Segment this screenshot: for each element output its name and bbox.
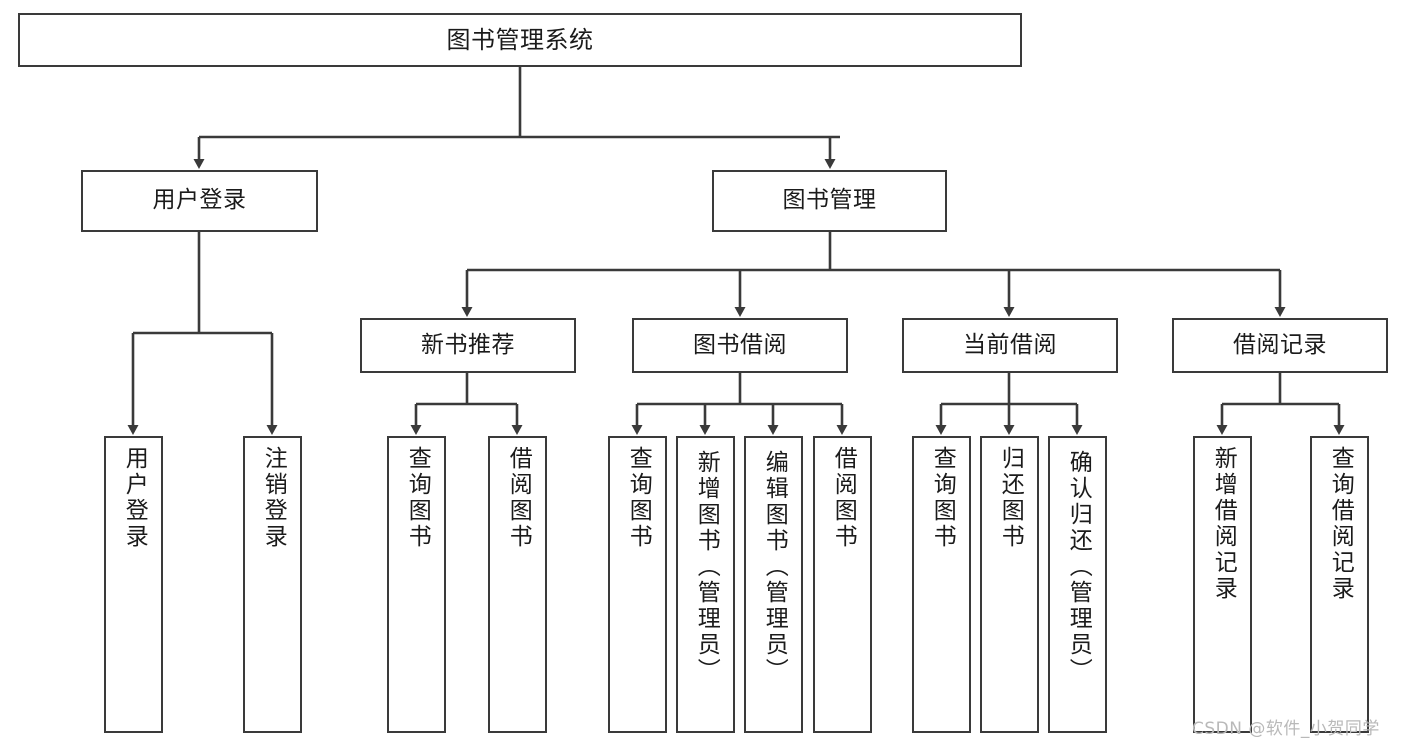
node-label: 借阅图书: [505, 446, 532, 550]
node-label: 确认归还（管理员）: [1065, 450, 1092, 684]
node-label: 图书借阅: [693, 331, 787, 358]
node-book-management[interactable]: 图书管理: [712, 170, 947, 232]
node-label: 新增图书（管理员）: [693, 450, 720, 684]
node-label: 新书推荐: [421, 331, 515, 358]
node-label: 当前借阅: [963, 331, 1057, 358]
node-label: 用户登录: [121, 446, 148, 550]
node-label: 图书管理: [782, 187, 877, 214]
node-user-login[interactable]: 用户登录: [81, 170, 318, 232]
node-label: 编辑图书（管理员）: [761, 450, 788, 684]
node-label: 注销登录: [260, 446, 287, 550]
leaf-bb-add-book-admin[interactable]: 新增图书（管理员）: [676, 436, 735, 733]
watermark-label: CSDN @软件_小贺同学: [1192, 719, 1380, 739]
node-label: 用户登录: [152, 187, 247, 214]
leaf-cb-return-book[interactable]: 归还图书: [980, 436, 1039, 733]
leaf-br-query-record[interactable]: 查询借阅记录: [1310, 436, 1369, 733]
leaf-user-logout[interactable]: 注销登录: [243, 436, 302, 733]
node-current-borrow[interactable]: 当前借阅: [902, 318, 1118, 373]
node-label: 查询图书: [929, 446, 956, 550]
node-label: 借阅记录: [1233, 331, 1327, 358]
leaf-user-login[interactable]: 用户登录: [104, 436, 163, 733]
node-book-management-system[interactable]: 图书管理系统: [18, 13, 1022, 67]
node-label: 借阅图书: [830, 446, 857, 550]
node-book-borrow[interactable]: 图书借阅: [632, 318, 848, 373]
node-borrow-record[interactable]: 借阅记录: [1172, 318, 1388, 373]
node-label: 查询图书: [625, 446, 652, 550]
leaf-br-add-record[interactable]: 新增借阅记录: [1193, 436, 1252, 733]
node-label: 归还图书: [997, 446, 1024, 550]
leaf-bb-borrow-book[interactable]: 借阅图书: [813, 436, 872, 733]
node-label: 新增借阅记录: [1210, 446, 1237, 602]
node-label: 图书管理系统: [446, 25, 594, 54]
leaf-cb-confirm-return-admin[interactable]: 确认归还（管理员）: [1048, 436, 1107, 733]
leaf-nbr-query-book[interactable]: 查询图书: [387, 436, 446, 733]
node-new-book-recommend[interactable]: 新书推荐: [360, 318, 576, 373]
node-label: 查询借阅记录: [1327, 446, 1354, 602]
leaf-cb-query-book[interactable]: 查询图书: [912, 436, 971, 733]
node-label: 查询图书: [404, 446, 431, 550]
leaf-nbr-borrow-book[interactable]: 借阅图书: [488, 436, 547, 733]
leaf-bb-query-book[interactable]: 查询图书: [608, 436, 667, 733]
leaf-bb-edit-book-admin[interactable]: 编辑图书（管理员）: [744, 436, 803, 733]
